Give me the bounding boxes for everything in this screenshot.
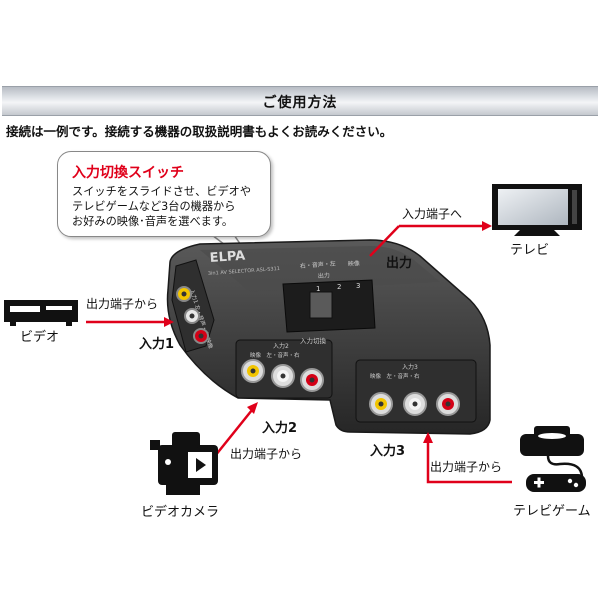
arrow-output-to-tv-a: [369, 225, 400, 257]
input3-jacks: [369, 392, 460, 416]
usage-note: 接続は一例です。接続する機器の取扱説明書もよくお読みください。: [6, 124, 393, 139]
arrowhead-video-to-input1: [164, 317, 174, 327]
av-selector-device: [166, 239, 491, 435]
input3-print-title: 入力3: [402, 363, 418, 371]
switch-label: 入力切換: [300, 336, 327, 345]
top-video-label: 映像: [348, 259, 361, 268]
switch-number-1: 1: [316, 285, 320, 293]
arrow-game-to-input3: [426, 440, 512, 484]
tv-device-label: テレビ: [510, 243, 550, 258]
input2-print-sub: 映像 左・音声・右: [250, 351, 300, 359]
input3-print-sub: 映像 左・音声・右: [370, 372, 420, 380]
page-title: ご使用方法: [262, 95, 338, 111]
model-text: 3in1 AV SELECTOR ASL-S311: [208, 266, 281, 277]
switch-number-2: 2: [337, 283, 341, 291]
input2-label: 入力2: [262, 421, 298, 436]
switch-number-3: 3: [356, 282, 360, 290]
header-bar: ご使用方法: [2, 86, 598, 116]
signal-arrows: [86, 221, 512, 484]
game-console-icon: [520, 426, 586, 492]
camera-output-terminal-label: 出力端子から: [230, 447, 303, 461]
arrowhead-camera-to-input2: [247, 402, 258, 414]
callout-title: 入力切換スイッチ: [72, 165, 184, 181]
callout-line: お好みの映像･音声を選べます。: [72, 215, 234, 228]
input-terminal-label: 入力端子へ: [402, 207, 463, 221]
video-deck-icon: [4, 300, 78, 326]
input2-print-title: 入力2: [273, 342, 289, 350]
tv-icon: [492, 184, 582, 236]
callout-line: テレビゲームなど3台の機器から: [72, 200, 236, 213]
input3-label: 入力3: [370, 444, 406, 459]
top-output-label: 出力: [318, 271, 331, 280]
callout-text: スイッチをスライドさせ、ビデオや テレビゲームなど3台の機器から お好みの映像･…: [72, 184, 251, 229]
input2-jacks: [241, 359, 324, 392]
camcorder-icon: [150, 432, 218, 495]
arrowhead-game-to-input3: [423, 432, 433, 443]
video-output-terminal-label: 出力端子から: [86, 297, 159, 311]
brand-logo: ELPA: [209, 249, 246, 266]
top-audio-label: 右・音声・左: [300, 260, 336, 270]
input-switch-knob[interactable]: [309, 291, 333, 319]
input1-jacks: [176, 286, 209, 344]
input1-label: 入力1: [139, 337, 175, 352]
callout-line: スイッチをスライドさせ、ビデオや: [72, 185, 252, 198]
camera-device-label: ビデオカメラ: [141, 505, 220, 520]
output-label: 出力: [386, 256, 413, 271]
switch-callout: 入力切換スイッチ スイッチをスライドさせ、ビデオや テレビゲームなど3台の機器か…: [57, 151, 271, 237]
arrowhead-output-to-tv: [482, 221, 492, 231]
arrow-camera-to-input2: [214, 409, 253, 457]
game-output-terminal-label: 出力端子から: [430, 460, 503, 474]
video-device-label: ビデオ: [20, 330, 60, 345]
game-device-label: テレビゲーム: [513, 504, 591, 519]
